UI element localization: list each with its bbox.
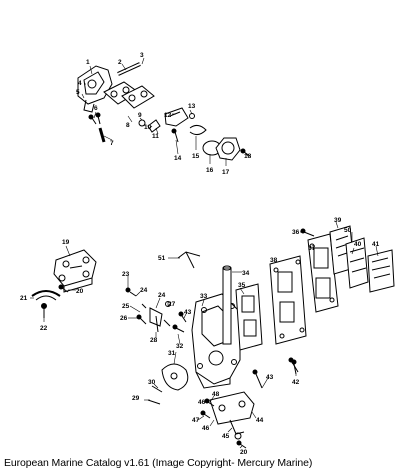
callout-numbers: 1 2 3 4 5 6 7 8 9 10 11 12 13 14 15 16 1… bbox=[20, 52, 380, 456]
callout: 22 bbox=[40, 325, 48, 332]
lower-bolts bbox=[200, 398, 247, 449]
callout: 15 bbox=[192, 153, 200, 160]
callout: 10 bbox=[144, 124, 152, 131]
throttle-linkage bbox=[125, 287, 185, 333]
choke-cover bbox=[202, 137, 251, 161]
carburetor-plate bbox=[121, 85, 155, 109]
callout: 20 bbox=[240, 449, 248, 456]
leader-lines bbox=[30, 57, 379, 449]
callout: 31 bbox=[168, 350, 176, 357]
callout: 13 bbox=[188, 103, 196, 110]
callout: 4 bbox=[78, 80, 82, 87]
callout: 35 bbox=[238, 282, 246, 289]
callout: 14 bbox=[174, 155, 182, 162]
fuel-tube bbox=[222, 265, 232, 345]
callout: 43 bbox=[266, 374, 274, 381]
throttle-plate bbox=[161, 363, 189, 391]
callout: 6 bbox=[94, 105, 98, 112]
enrichener-rod bbox=[177, 251, 201, 269]
callout: 36 bbox=[292, 229, 300, 236]
callout: 1 bbox=[86, 59, 90, 66]
linkage-bolts bbox=[147, 385, 163, 405]
choke-spring bbox=[189, 124, 207, 136]
callout: 51 bbox=[158, 255, 166, 262]
lower-bracket bbox=[209, 391, 255, 440]
callout: 40 bbox=[354, 241, 362, 248]
callout: 24 bbox=[158, 292, 166, 299]
callout: 20 bbox=[76, 288, 84, 295]
mounting-bracket bbox=[53, 249, 97, 293]
callout: 16 bbox=[206, 167, 214, 174]
image-caption: European Marine Catalog v1.61 (Image Cop… bbox=[4, 457, 313, 469]
callout: 39 bbox=[334, 217, 342, 224]
clamp bbox=[31, 290, 61, 301]
callout: 46 bbox=[198, 399, 206, 406]
callout: 28 bbox=[150, 337, 158, 344]
callout: 48 bbox=[212, 391, 220, 398]
reed-valve bbox=[345, 237, 369, 289]
bracket-screws bbox=[41, 284, 69, 318]
callout: 7 bbox=[110, 140, 114, 147]
callout: 37 bbox=[308, 245, 316, 252]
callout: 30 bbox=[148, 379, 156, 386]
callout: 21 bbox=[20, 295, 28, 302]
reed-block bbox=[307, 233, 339, 313]
callout: 12 bbox=[164, 112, 172, 119]
callout: 24 bbox=[140, 287, 148, 294]
callout: 38 bbox=[270, 257, 278, 264]
callout: 19 bbox=[62, 239, 70, 246]
callout: 42 bbox=[292, 379, 300, 386]
callout: 18 bbox=[244, 153, 252, 160]
callout: 5 bbox=[76, 89, 80, 96]
callout: 45 bbox=[222, 433, 230, 440]
callout: 27 bbox=[168, 301, 176, 308]
callout: 25 bbox=[122, 303, 130, 310]
callout: 34 bbox=[242, 270, 250, 277]
callout: 47 bbox=[192, 417, 200, 424]
callout: 9 bbox=[138, 112, 142, 119]
manifold-gasket bbox=[235, 283, 263, 351]
reed-cage bbox=[367, 249, 395, 293]
reed-plate bbox=[269, 255, 307, 345]
callout: 2 bbox=[118, 59, 122, 66]
drain-hose bbox=[98, 127, 106, 143]
callout: 26 bbox=[120, 315, 128, 322]
callout: 8 bbox=[126, 122, 130, 129]
callout: 43 bbox=[184, 309, 192, 316]
callout: 33 bbox=[200, 293, 208, 300]
callout: 3 bbox=[140, 52, 144, 59]
fuel-hose bbox=[117, 62, 141, 76]
callout: 32 bbox=[176, 343, 184, 350]
callout: 46 bbox=[202, 425, 210, 432]
callout: 44 bbox=[256, 417, 264, 424]
callout: 41 bbox=[372, 241, 380, 248]
carburetor-screws bbox=[88, 112, 101, 125]
callout: 29 bbox=[132, 395, 140, 402]
callout: 11 bbox=[152, 133, 159, 140]
callout: 17 bbox=[222, 169, 230, 176]
intake-manifold bbox=[191, 293, 241, 389]
callout: 23 bbox=[122, 271, 130, 278]
callout: 50 bbox=[344, 227, 352, 234]
